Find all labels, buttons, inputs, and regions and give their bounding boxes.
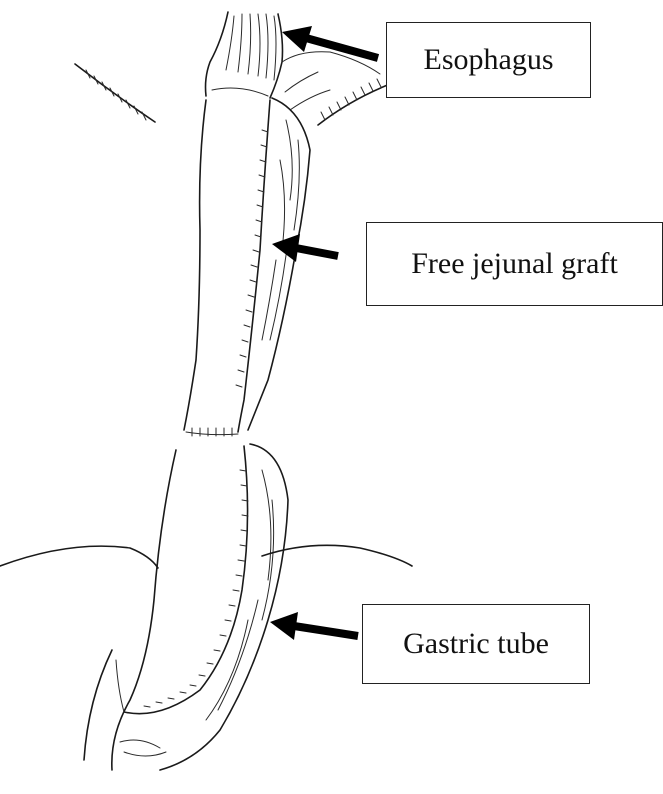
esophagus-arrow: [282, 26, 380, 62]
jejunal-graft-arrow: [272, 234, 339, 262]
esophagus-label: Esophagus: [423, 43, 554, 76]
right-neck-contour: [317, 78, 391, 126]
diaphragm-contour: [0, 544, 413, 569]
gastric-tube-label-box: Gastric tube: [362, 604, 590, 684]
gastric-tube-label: Gastric tube: [403, 627, 549, 660]
jejunal-graft-label-box: Free jejunal graft: [366, 222, 663, 306]
esophagus-label-box: Esophagus: [386, 22, 591, 98]
esophagus-shape: [204, 11, 381, 111]
jejunal-graft-shape: [183, 97, 311, 437]
jejunal-graft-label: Free jejunal graft: [411, 247, 618, 280]
gastric-tube-arrow: [270, 612, 359, 640]
left-clavicle-contour: [74, 63, 156, 123]
gastric-tube-shape: [83, 443, 289, 771]
